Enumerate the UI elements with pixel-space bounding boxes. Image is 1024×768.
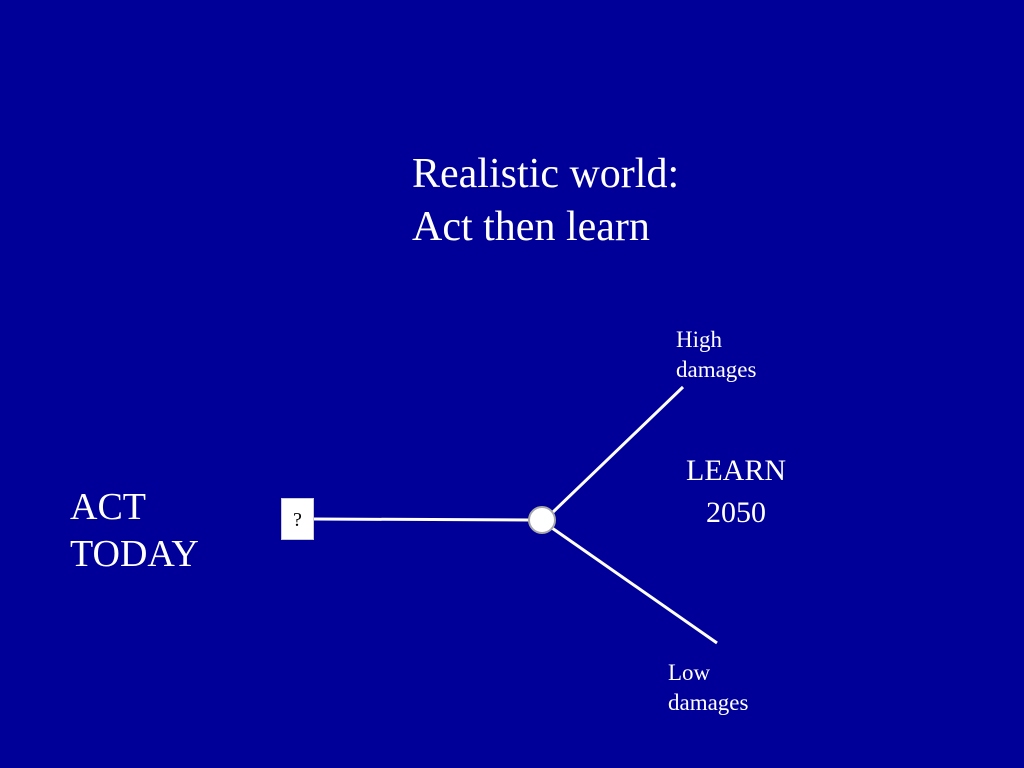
act-label-line-1: ACT [70, 486, 146, 528]
edge-to-low-damages [551, 526, 718, 645]
chance-node-circle [528, 506, 556, 534]
edge-to-high-damages [550, 385, 685, 515]
learn-2050-label: LEARN 2050 [668, 450, 804, 534]
decision-node-box: ? [281, 498, 314, 540]
outcome-low-line-1: Low [668, 660, 711, 685]
outcome-low-line-2: damages [668, 690, 749, 715]
title-line-2: Act then learn [412, 204, 650, 250]
edge-decision-to-chance [313, 517, 531, 522]
outcome-high-line-1: High [676, 327, 722, 352]
title-line-1: Realistic world: [412, 151, 680, 197]
learn-label-line-1: LEARN [686, 454, 786, 487]
slide-title: Realistic world: Act then learn [412, 148, 679, 254]
outcome-high-line-2: damages [676, 357, 757, 382]
outcome-high-damages: High damages [676, 325, 756, 385]
learn-label-line-2: 2050 [706, 496, 766, 529]
outcome-low-damages: Low damages [668, 658, 748, 718]
act-today-label: ACT TODAY [70, 484, 199, 578]
act-label-line-2: TODAY [70, 533, 199, 575]
